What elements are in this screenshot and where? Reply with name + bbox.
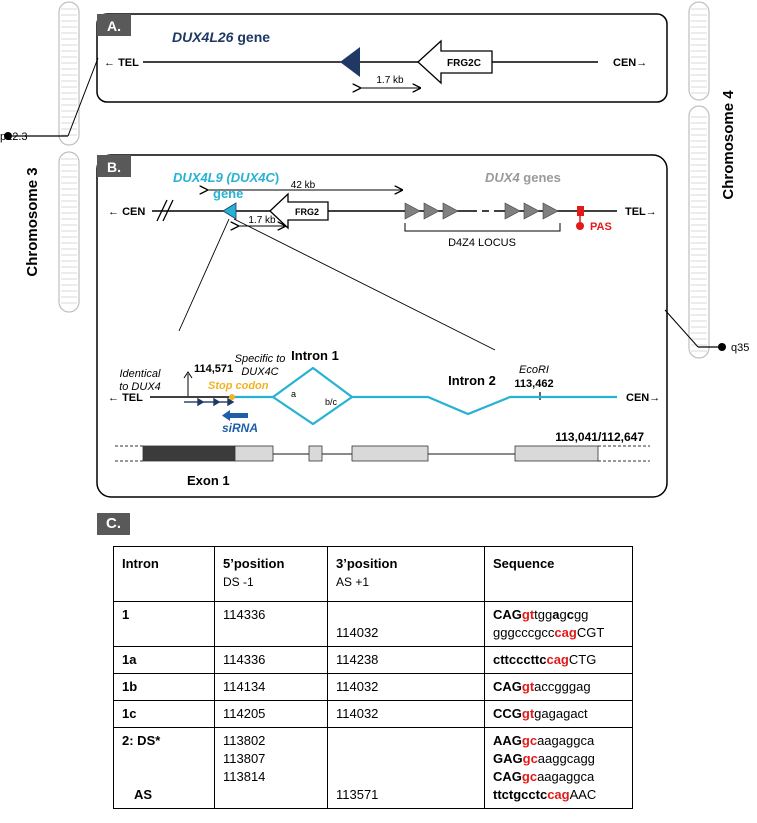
header-5-position: 5’position DS -1 bbox=[214, 546, 328, 602]
chromosome-4 bbox=[688, 1, 710, 359]
cell-sequence: CCGgtgagagact bbox=[484, 700, 633, 728]
sirna-label: siRNA bbox=[222, 421, 258, 435]
specific-to-dux4c-line2: DUX4C bbox=[241, 366, 278, 378]
ecori-label: EcoRI bbox=[519, 364, 549, 376]
frg2c-label: FRG2C bbox=[447, 58, 481, 69]
diagram: Chromosome 3 p12.3 Chromosome 4 q35 A. D… bbox=[0, 1, 749, 498]
chromosome-3 bbox=[58, 1, 80, 313]
frg2-arrow bbox=[269, 192, 329, 230]
pas-marker bbox=[577, 206, 584, 216]
stop-codon-label: Stop codon bbox=[208, 380, 269, 392]
identical-to-dux4-line2: to DUX4 bbox=[119, 381, 161, 393]
panel-b-tag: B. bbox=[107, 159, 121, 175]
dux4l26-triangle bbox=[340, 47, 360, 77]
cell-sequence: AAGgcaagaggca GAGgcaaggcagg CAGgcaagaggc… bbox=[484, 727, 633, 809]
panel-a-tag: A. bbox=[107, 18, 121, 34]
table-row: 1b 114134 114032 CAGgtaccgggag bbox=[113, 673, 633, 701]
header-sequence: Sequence bbox=[484, 546, 633, 602]
exon-3 bbox=[351, 445, 429, 462]
cell-intron: 1c bbox=[113, 700, 215, 728]
pos-113462: 113,462 bbox=[514, 378, 553, 390]
panel-a-cen: CEN→ bbox=[613, 57, 647, 69]
panel-b-gene-word: gene bbox=[213, 186, 243, 201]
transcript-cen: CEN→ bbox=[626, 392, 660, 404]
cell-5-position: 114336 bbox=[214, 601, 328, 647]
cell-intron: 1a bbox=[113, 646, 215, 674]
intron-1-label: Intron 1 bbox=[291, 348, 339, 363]
frg2-label: FRG2 bbox=[295, 207, 319, 217]
cell-intron: 1 bbox=[113, 601, 215, 647]
table-row: 1 114336 114032 CAGgttggagcgg gggcccgccc… bbox=[113, 601, 633, 647]
exon-1-coding bbox=[142, 445, 236, 462]
table-row: 1a 114336 114238 cttcccttccagCTG bbox=[113, 646, 633, 674]
frg2c-arrow bbox=[417, 39, 493, 85]
transcript-tel: ← TEL bbox=[108, 392, 143, 404]
chr3-band-marker bbox=[4, 132, 12, 140]
table-header-row: Intron 5’position DS -1 3’position AS +1… bbox=[113, 546, 633, 602]
panel-a-distance: 1.7 kb bbox=[376, 75, 404, 86]
cell-3-position: 114032 bbox=[327, 601, 485, 647]
transcript-line bbox=[232, 366, 617, 426]
cell-intron: 1b bbox=[113, 673, 215, 701]
cell-5-position: 114336 bbox=[214, 646, 328, 674]
intron-bc-label: b/c bbox=[325, 397, 338, 407]
cell-3-position: 114238 bbox=[327, 646, 485, 674]
chr3-band-label: p12.3 bbox=[0, 131, 28, 143]
table-row: 1c 114205 114032 CCGgtgagagact bbox=[113, 700, 633, 728]
chr4-band-marker bbox=[718, 343, 726, 351]
cell-sequence: cttcccttccagCTG bbox=[484, 646, 633, 674]
intron-2-label: Intron 2 bbox=[448, 373, 496, 388]
cell-5-position: 114205 bbox=[214, 700, 328, 728]
cell-3-position: 113571 bbox=[327, 727, 485, 809]
sirna-arrow bbox=[222, 410, 248, 421]
panel-c-tag: C. bbox=[97, 513, 130, 535]
exon-1-utr bbox=[234, 445, 274, 462]
dux4-genes-label: DUX4 genes bbox=[485, 170, 561, 185]
header-3-position: 3’position AS +1 bbox=[327, 546, 485, 602]
stop-codon-marker bbox=[229, 394, 235, 400]
identical-to-dux4: Identical bbox=[120, 368, 162, 380]
specific-to-dux4c: Specific to bbox=[235, 353, 286, 365]
cell-3-position: 114032 bbox=[327, 700, 485, 728]
intron-a-label: a bbox=[291, 389, 296, 399]
dux4c-triangle bbox=[222, 202, 237, 220]
chr4-band-label: q35 bbox=[731, 342, 749, 354]
pas-label: PAS bbox=[590, 221, 612, 233]
panel-a-box bbox=[96, 13, 668, 103]
cell-5-position: 114134 bbox=[214, 673, 328, 701]
panel-b-box bbox=[96, 154, 668, 498]
pos-114571: 114,571 bbox=[194, 363, 233, 375]
d4z4-locus-label: D4Z4 LOCUS bbox=[448, 237, 516, 249]
table-row: 2: DS* AS 113802 113807 113814 113571 AA… bbox=[113, 727, 633, 809]
panel-b-gene-title: DUX4L9 (DUX4C) bbox=[173, 170, 279, 185]
cell-intron: 2: DS* AS bbox=[113, 727, 215, 809]
cell-3-position: 114032 bbox=[327, 673, 485, 701]
pos-end: 113,041/112,647 bbox=[555, 430, 644, 444]
panel-a-title: DUX4L26 gene bbox=[172, 29, 270, 45]
cell-sequence: CAGgtaccgggag bbox=[484, 673, 633, 701]
chromosome-3-label: Chromosome 3 bbox=[24, 167, 41, 276]
header-intron: Intron bbox=[113, 546, 215, 602]
cell-sequence: CAGgttggagcgg gggcccgcccagCGT bbox=[484, 601, 633, 647]
panel-b-tel: TEL→ bbox=[625, 206, 657, 218]
primer-arrows bbox=[184, 397, 235, 407]
d4z4-repeats bbox=[404, 202, 559, 220]
cell-5-position: 113802 113807 113814 bbox=[214, 727, 328, 809]
distance-42kb: 42 kb bbox=[291, 180, 316, 191]
exon-2 bbox=[308, 445, 323, 462]
panel-a-tel: ← TEL bbox=[104, 57, 139, 69]
chromosome-4-label: Chromosome 4 bbox=[720, 90, 737, 200]
distance-1-7kb: 1.7 kb bbox=[248, 215, 276, 226]
panel-b-cen: ← CEN bbox=[108, 206, 145, 218]
exon-1-label: Exon 1 bbox=[187, 473, 230, 488]
splice-site-table: Intron 5’position DS -1 3’position AS +1… bbox=[113, 546, 633, 809]
exon-4 bbox=[514, 445, 599, 462]
